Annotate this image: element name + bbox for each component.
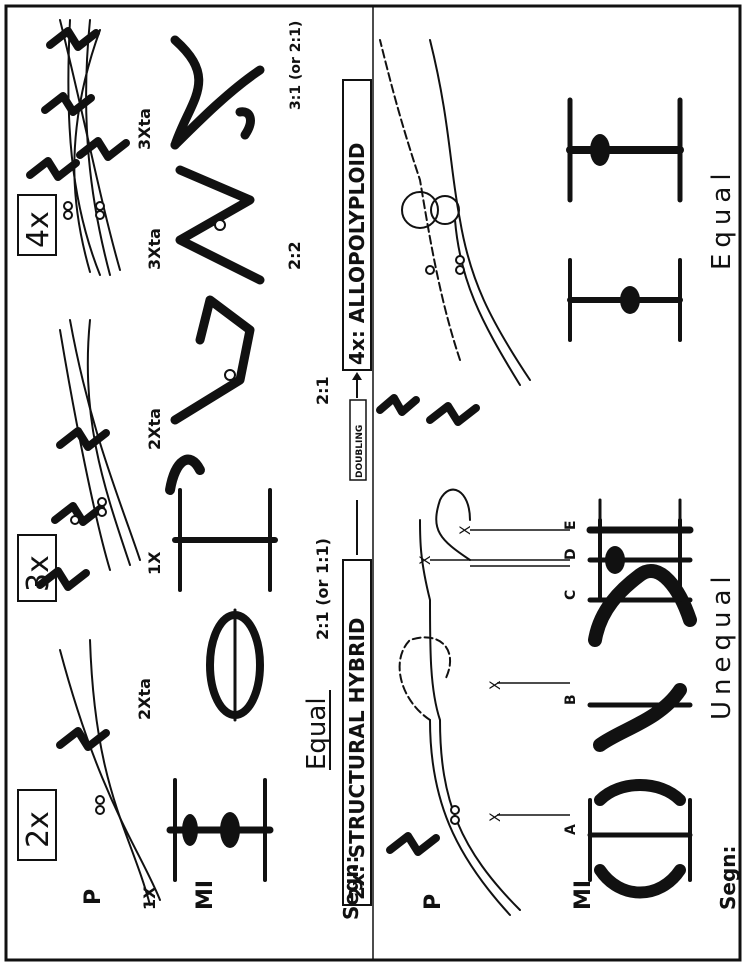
pachytene-allopolyploid: [379, 39, 531, 386]
svg-text:2x: 2x: [21, 811, 56, 848]
ploidy-box-2x: 2x: [17, 789, 57, 861]
bivalent-letter-a: A: [563, 824, 579, 835]
ratio-4x-b: 3:1 (or 2:1): [288, 21, 304, 110]
label-segn-bottom: Segn:: [716, 845, 740, 910]
label-d2-1x: 1X: [140, 886, 159, 910]
label-mi-top: MI: [193, 880, 218, 910]
pachytene-hybrid: [398, 488, 521, 916]
pachytene-4x: [59, 19, 121, 276]
mi-2x-univalent-bivalent: [166, 778, 274, 882]
mi-allopolyploid-a: [567, 258, 683, 342]
pachytene-2x: [59, 639, 161, 906]
mi-allopolyploid-b: [566, 97, 684, 203]
mi-hybrid-e: [586, 498, 694, 562]
mi-4x-quadrivalent-a: [175, 165, 265, 285]
band-doubling-box: DOUBLING: [349, 372, 367, 555]
chromosome-symbols-3x: [36, 427, 110, 591]
ratio-4x-a: 2:2: [285, 241, 304, 270]
label-d3-2xta: 2Xta: [145, 408, 164, 450]
mi-3x-trivalent: [170, 295, 255, 425]
svg-text:2x: STRUCTURAL HYBRID: 2x: STRUCTURAL HYBRID: [345, 617, 369, 900]
segregation-equal-bottom: Equal: [707, 167, 737, 270]
svg-text:X: X: [488, 680, 504, 690]
mi-hybrid-a: [587, 779, 693, 899]
mi-4x-quadrivalent-b: [170, 35, 265, 150]
segregation-equal-top: Equal: [302, 697, 332, 770]
bivalent-letter-d: D: [563, 548, 579, 560]
svg-text:4x: 4x: [21, 211, 56, 248]
band-allopolyploid-box: 4x: ALLOPOLYPLOID: [342, 79, 372, 371]
bivalent-letter-e: E: [563, 520, 579, 530]
ratio-3x-a: 2:1 (or 1:1): [313, 538, 332, 640]
label-d4-3xta-b: 3Xta: [135, 108, 154, 150]
mi-hybrid-b: [587, 683, 693, 752]
chromosome-symbols-2x: [56, 727, 110, 751]
ratio-3x-b: 2:1: [313, 376, 332, 405]
top-half: P MI Segn: 2x 3x 4x: [17, 19, 363, 920]
ploidy-box-3x: 3x: [17, 534, 57, 602]
svg-text:X: X: [418, 555, 434, 565]
mi-2x-ring-bivalent: [206, 608, 264, 722]
svg-text:X: X: [488, 812, 504, 822]
bivalent-letter-c: C: [563, 590, 579, 600]
segregation-unequal: Unequal: [707, 570, 737, 720]
bivalent-letter-b: B: [563, 694, 579, 705]
label-d4-3xta-a: 3Xta: [145, 228, 164, 270]
label-p-top: P: [81, 889, 106, 905]
bottom-half: P MI Segn:: [376, 39, 740, 916]
label-d2-2xta: 2Xta: [135, 678, 154, 720]
mi-3x-univalent: [165, 454, 278, 592]
svg-text:DOUBLING: DOUBLING: [355, 425, 365, 478]
band-hybrid-box: 2x: STRUCTURAL HYBRID: [342, 559, 372, 906]
svg-text:X: X: [458, 525, 474, 535]
label-mi-bottom: MI: [571, 880, 596, 910]
label-d3-1x: 1X: [145, 551, 164, 575]
ploidy-box-4x: 4x: [17, 194, 57, 256]
svg-text:4x: ALLOPOLYPLOID: 4x: ALLOPOLYPLOID: [345, 142, 369, 365]
chromosome-symbols-4x: [26, 27, 130, 181]
chromosome-symbols-hybrid: [386, 832, 440, 856]
crossover-arrows-hybrid: X X X X: [418, 525, 570, 822]
mi-hybrid-c: [587, 564, 697, 647]
chromosome-symbols-allopolyploid: [376, 394, 480, 426]
label-p-bottom: P: [421, 894, 446, 910]
pachytene-3x: [59, 319, 141, 571]
